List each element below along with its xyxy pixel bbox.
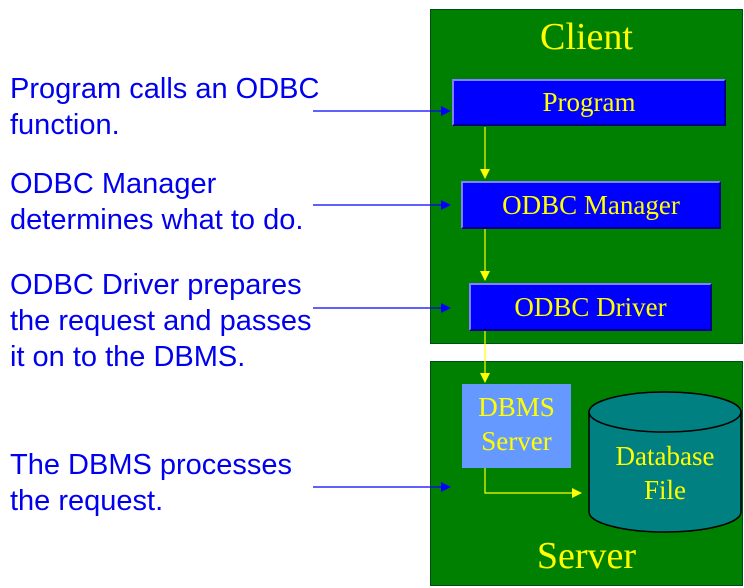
- database-file-label: Database File: [615, 441, 715, 505]
- program-box: Program: [452, 79, 726, 126]
- odbc-driver-box: ODBC Driver: [469, 283, 712, 331]
- client-title: Client: [540, 16, 633, 58]
- arrow-dbms-to-database: [484, 468, 582, 498]
- note-program-calls: Program calls an ODBC function.: [10, 73, 320, 141]
- server-title: Server: [536, 535, 637, 577]
- note-driver-prepares: ODBC Driver prepares the request and pas…: [10, 269, 312, 373]
- dbms-server-box: DBMS Server: [462, 384, 571, 468]
- odbc-manager-box: ODBC Manager: [461, 181, 721, 229]
- note-manager-determines: ODBC Manager determines what to do.: [10, 168, 304, 236]
- database-cylinder: [588, 391, 742, 533]
- note-dbms-processes: The DBMS processes the request.: [10, 449, 293, 517]
